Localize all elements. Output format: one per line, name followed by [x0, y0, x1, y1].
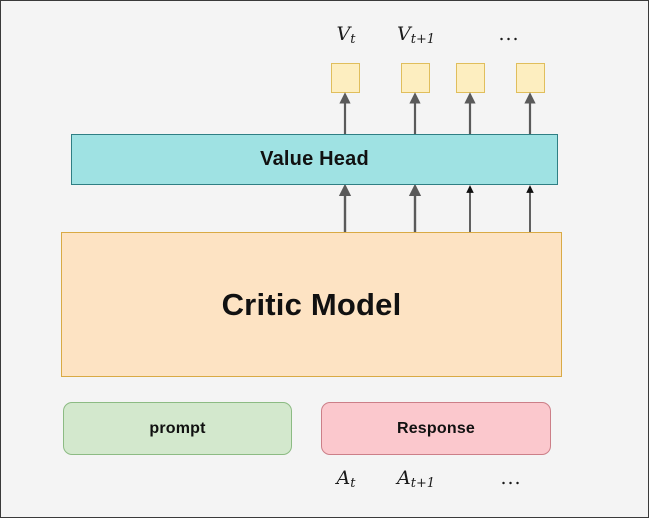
value-label-vt-base: V	[336, 23, 351, 45]
critic-model-node: Critic Model	[61, 232, 562, 377]
arrows-critic-to-valuehead	[338, 183, 534, 232]
value-label-ellipsis: ...	[498, 23, 520, 45]
value-label-vt1-base: V	[397, 23, 411, 45]
action-label-at1-sub: t+1	[410, 476, 435, 492]
value-head-node: Value Head	[71, 134, 558, 185]
value-label-vt1-sub: t+1	[410, 32, 435, 48]
value-token-square-4	[516, 63, 545, 93]
action-label-at: At	[337, 467, 356, 491]
value-token-square-2	[401, 63, 430, 93]
action-label-at-base: A	[336, 467, 351, 489]
action-label-at-sub: t	[350, 476, 356, 492]
prompt-node: prompt	[63, 402, 292, 455]
value-label-vt1: Vt+1	[397, 23, 435, 47]
action-label-ellipsis: ...	[500, 467, 522, 489]
value-label-vt-sub: t	[350, 32, 356, 48]
value-label-vt: Vt	[337, 23, 356, 47]
action-label-at1: At+1	[397, 467, 435, 491]
value-token-square-1	[331, 63, 360, 93]
arrows-valuehead-to-tokens	[339, 92, 536, 134]
response-node: Response	[321, 402, 551, 455]
action-label-at1-base: A	[397, 467, 411, 489]
value-token-square-3	[456, 63, 485, 93]
